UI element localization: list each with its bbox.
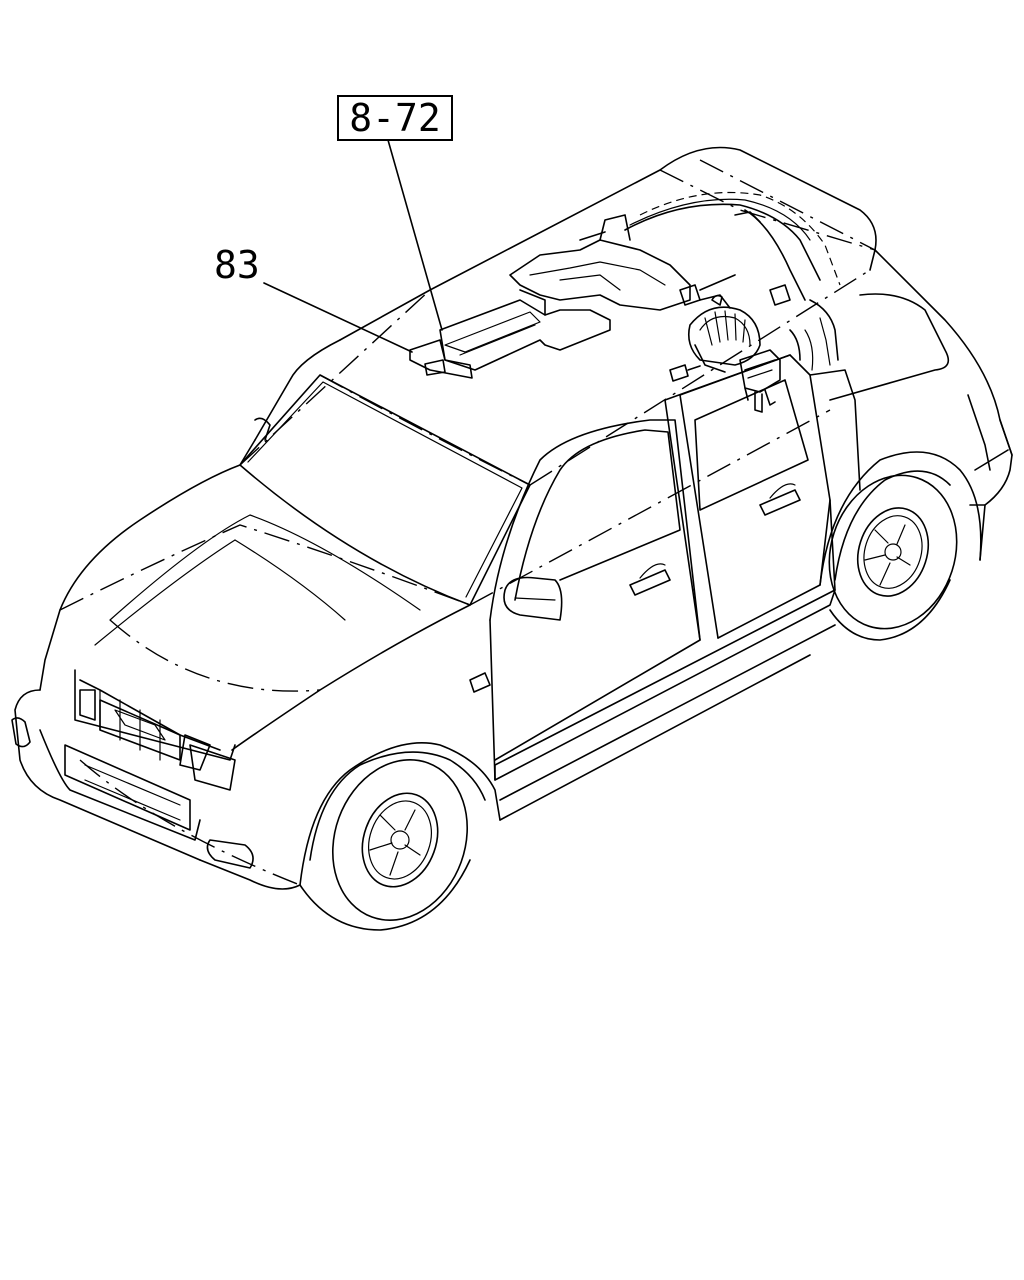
part-number-leader-line [263, 282, 413, 353]
callout-8-72: 8-72 [337, 95, 453, 331]
part-number-label: 83 [214, 243, 260, 287]
ref-box-label: 8-72 [349, 96, 441, 140]
callout-83: 83 [214, 243, 413, 353]
hidden-contour-lines [59, 159, 876, 886]
ref-box-leader-line [387, 139, 443, 331]
roof-console-assembly [409, 191, 841, 413]
ref-box-frame [337, 95, 453, 141]
vehicle-outline [11, 146, 1013, 931]
